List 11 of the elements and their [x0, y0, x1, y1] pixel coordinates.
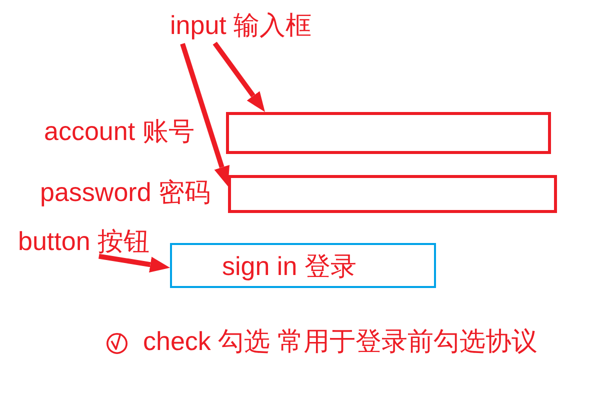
- callout-text: button 按钮: [18, 226, 150, 256]
- input-field: [228, 175, 557, 213]
- callout-text: input 输入框: [170, 10, 312, 40]
- input-field: [226, 112, 551, 154]
- arrow: [212, 42, 265, 112]
- arrow: [98, 254, 170, 272]
- arrow: [180, 43, 230, 186]
- field-label: password 密码: [40, 177, 210, 207]
- sign-in-button: sign in 登录: [170, 243, 436, 288]
- field-label: account 账号: [44, 116, 194, 146]
- note-text: check 勾选 常用于登录前勾选协议: [143, 326, 538, 356]
